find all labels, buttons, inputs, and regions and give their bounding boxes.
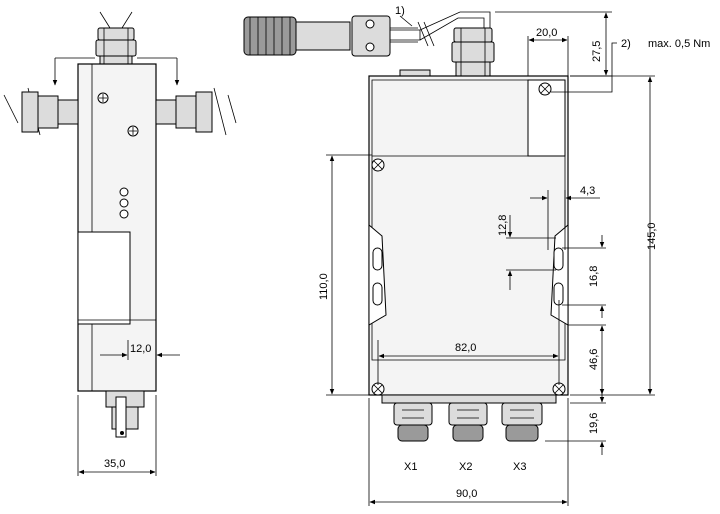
left-mounting-slot — [368, 223, 387, 326]
connector-strip — [381, 394, 557, 404]
side-right-gland — [155, 87, 237, 136]
m12-plug-icon — [243, 11, 491, 57]
front-view: 1) — [243, 5, 710, 506]
dim-slot-spacing: 12,8 — [497, 215, 509, 236]
screw-icon — [97, 92, 109, 104]
dim-mount-height: 110,0 — [318, 273, 330, 300]
dim-lower-height: 46,6 — [588, 349, 600, 370]
side-top-gland — [95, 11, 137, 65]
dim-slot-offset: 4,3 — [580, 185, 595, 197]
note-2-label: 2) — [621, 38, 631, 50]
led-indicator-icon — [119, 187, 129, 219]
side-view: 12,0 35,0 — [3, 11, 237, 476]
torque-label: max. 0,5 Nm — [648, 38, 710, 50]
connector-x1-label: X1 — [404, 461, 417, 473]
connector-x3-icon — [501, 402, 543, 442]
screw-icon — [371, 382, 385, 396]
side-bottom-connector — [105, 390, 145, 438]
right-mounting-slot — [550, 223, 569, 326]
screw-icon — [371, 158, 385, 172]
dim-connector-depth: 19,6 — [588, 413, 600, 434]
screw-icon — [127, 125, 139, 137]
dim-side-width: 35,0 — [104, 458, 125, 470]
side-label-area — [77, 231, 131, 325]
note-1-label: 1) — [395, 5, 405, 17]
connector-x1-icon — [393, 402, 433, 442]
dim-side-offset: 12,0 — [130, 343, 151, 355]
screw-icon — [552, 382, 566, 396]
side-left-gland — [3, 87, 79, 136]
dim-top-cable-offset: 20,0 — [536, 27, 557, 39]
dim-total-height: 145,0 — [646, 222, 658, 250]
top-vent — [399, 69, 431, 77]
front-top-gland — [451, 27, 495, 77]
dim-slot-length: 16,8 — [588, 266, 600, 287]
connector-x3-label: X3 — [513, 461, 526, 473]
dim-top-height: 27,5 — [591, 41, 603, 62]
side-housing — [77, 63, 157, 392]
connector-x2-label: X2 — [459, 461, 472, 473]
dim-hole-distance: 82,0 — [455, 342, 476, 354]
connector-x2-icon — [448, 402, 488, 442]
screw-icon — [538, 82, 552, 96]
dim-total-width: 90,0 — [456, 488, 477, 500]
